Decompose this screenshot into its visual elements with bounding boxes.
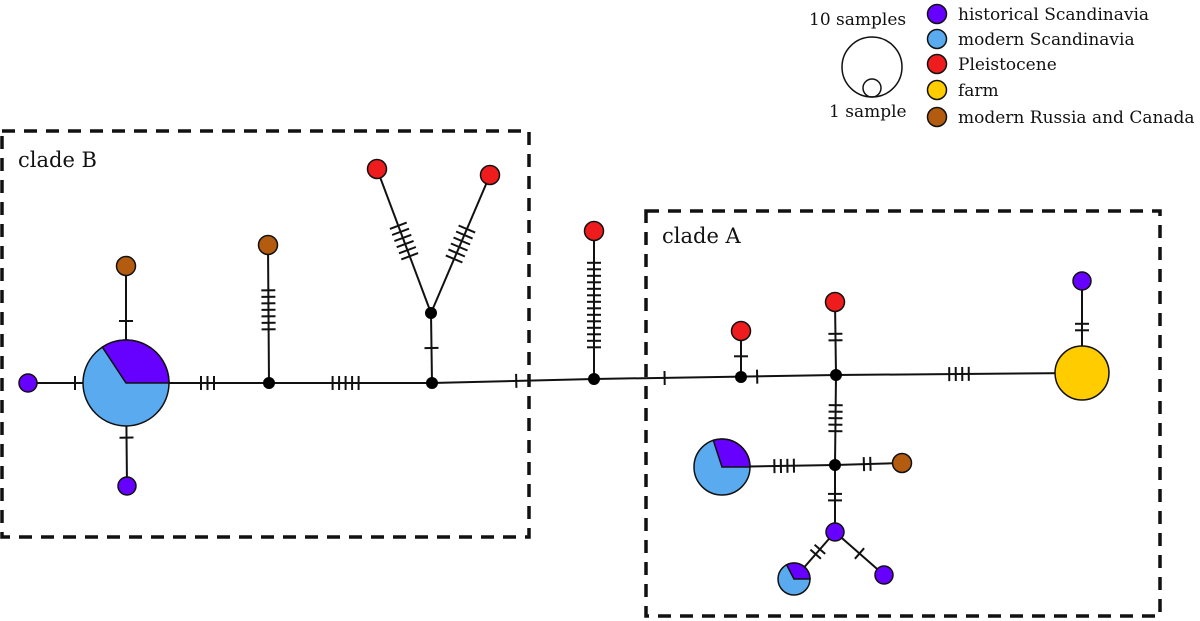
clade-b-label: clade B bbox=[18, 148, 97, 172]
legend-swatch-modern-scandinavia bbox=[926, 28, 948, 50]
legend-item-historical-scandinavia: historical Scandinavia bbox=[958, 5, 1149, 25]
node-farm bbox=[1054, 345, 1110, 401]
node-historical-scandinavia bbox=[825, 522, 845, 542]
legend: 10 samples 1 sample historical Scandinav… bbox=[809, 3, 1195, 128]
edge bbox=[834, 462, 903, 466]
legend-item-modern-russia-canada: modern Russia and Canada bbox=[958, 108, 1195, 128]
median-vector-node bbox=[426, 377, 438, 389]
node-historical-scandinavia bbox=[1072, 271, 1092, 291]
legend-item-farm: farm bbox=[958, 81, 999, 101]
clade-a-label: clade A bbox=[662, 224, 742, 248]
legend-size-large-label: 10 samples bbox=[809, 10, 906, 30]
node-historical-scandinavia-slice bbox=[785, 562, 811, 580]
node-historical-scandinavia bbox=[117, 476, 137, 496]
clade-a-box bbox=[644, 209, 1162, 618]
node-modern-russia-canada bbox=[891, 452, 913, 474]
legend-swatch-historical-scandinavia bbox=[926, 3, 948, 25]
edge bbox=[430, 174, 491, 314]
node-pleistocene bbox=[583, 220, 605, 242]
legend-size-large-circle bbox=[841, 36, 903, 98]
node-pleistocene bbox=[366, 158, 388, 180]
node-historical-scandinavia bbox=[874, 565, 894, 585]
clade-b-box bbox=[0, 129, 531, 539]
edge bbox=[376, 168, 432, 314]
edge bbox=[593, 374, 837, 380]
median-vector-node bbox=[830, 369, 842, 381]
median-vector-node bbox=[425, 307, 437, 319]
clade-boxes bbox=[0, 129, 1162, 618]
mutation-mark bbox=[450, 242, 468, 252]
node-modern-russia-canada bbox=[257, 234, 279, 256]
edge bbox=[834, 301, 837, 376]
mutation-marks bbox=[74, 221, 1089, 560]
median-vector-node bbox=[588, 373, 600, 385]
legend-swatch-farm bbox=[926, 79, 948, 101]
node-modern-russia-canada bbox=[115, 255, 137, 277]
edge bbox=[835, 372, 1083, 376]
node-historical-scandinavia bbox=[18, 373, 38, 393]
median-vector-node bbox=[263, 377, 275, 389]
legend-item-pleistocene: Pleistocene bbox=[958, 55, 1057, 75]
node-pleistocene bbox=[730, 320, 752, 342]
legend-size-small-circle bbox=[862, 78, 882, 98]
legend-item-modern-scandinavia: modern Scandinavia bbox=[958, 30, 1135, 50]
mutation-mark bbox=[813, 543, 826, 555]
edge bbox=[834, 374, 837, 466]
node-pleistocene bbox=[824, 291, 846, 313]
mutation-mark bbox=[394, 233, 412, 243]
mutation-mark bbox=[453, 236, 471, 246]
node-historical-scandinavia-slice bbox=[101, 339, 170, 384]
mutation-mark bbox=[396, 239, 414, 249]
legend-swatch-pleistocene bbox=[926, 53, 948, 75]
mutation-mark bbox=[448, 248, 466, 258]
node-pleistocene bbox=[479, 164, 501, 186]
mutation-mark bbox=[809, 548, 822, 560]
edge bbox=[431, 378, 595, 384]
mutation-mark bbox=[854, 547, 865, 560]
legend-swatch-modern-russia-canada bbox=[926, 106, 948, 128]
mutation-mark bbox=[391, 227, 410, 236]
network-edges bbox=[28, 168, 1083, 580]
edge bbox=[267, 244, 270, 384]
median-vectors bbox=[263, 307, 842, 471]
mutation-mark bbox=[458, 224, 476, 234]
haplotype-nodes bbox=[18, 158, 1110, 596]
mutation-mark bbox=[445, 254, 463, 264]
median-vector-node bbox=[735, 371, 747, 383]
mutation-mark bbox=[389, 221, 408, 230]
mutation-mark bbox=[455, 230, 473, 240]
node-historical-scandinavia-slice bbox=[712, 438, 751, 468]
mutation-mark bbox=[400, 252, 419, 261]
median-vector-node bbox=[829, 459, 841, 471]
legend-size-small-label: 1 sample bbox=[829, 102, 907, 122]
mutation-mark bbox=[398, 246, 417, 255]
